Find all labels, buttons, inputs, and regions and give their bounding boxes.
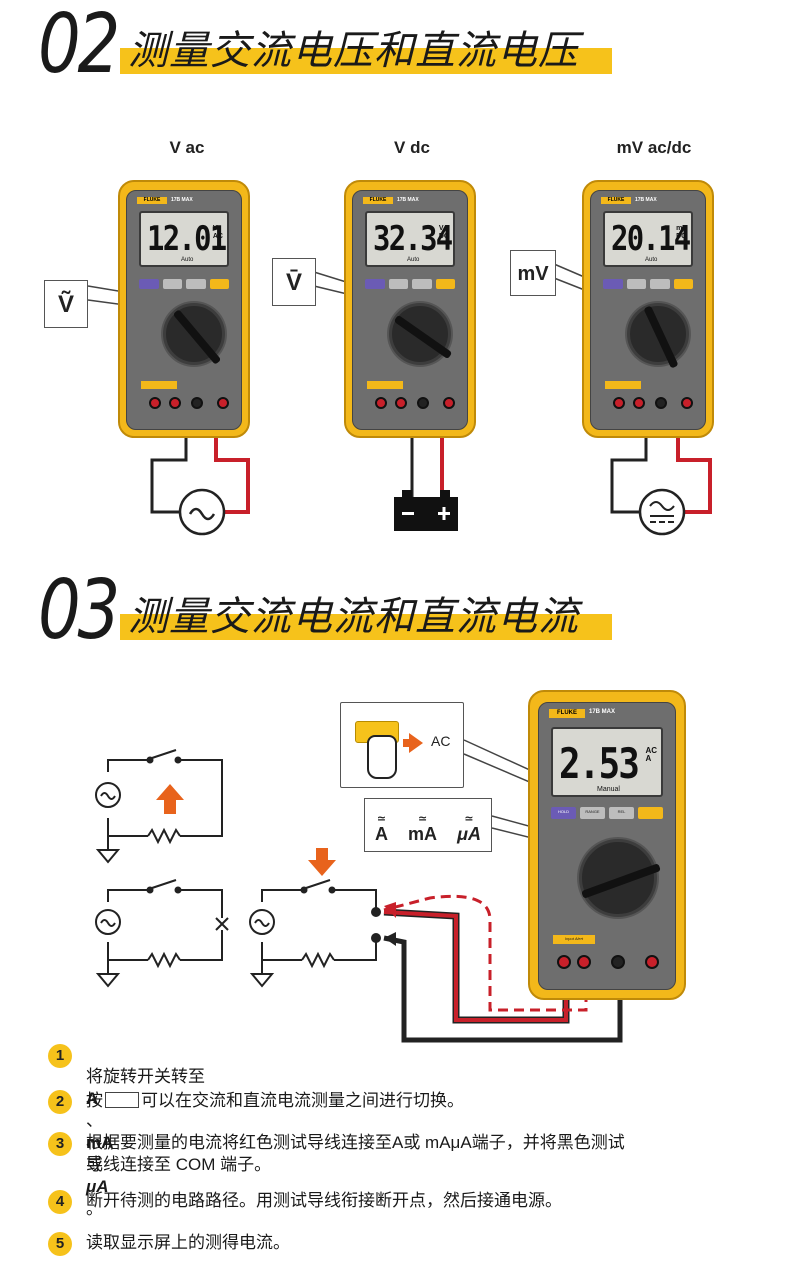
section-03-heading: 03 测量交流电流和直流电流: [38, 566, 778, 656]
callout-current-ranges: ≃A ≃mA ≃μA: [364, 798, 492, 852]
step-5: 5 读取显示屏上的测得电流。: [48, 1232, 768, 1256]
circuit-measured: [250, 880, 380, 986]
range-ma: ≃mA: [408, 814, 437, 845]
rotary-dial: [579, 839, 657, 917]
range-a: ≃A: [375, 814, 388, 845]
step-3: 3 根据要测量的电流将红色测试导线连接至A或 mAμA端子，并将黑色测试 导线连…: [48, 1132, 768, 1176]
arrow-down-icon: [308, 848, 336, 876]
arrow-right-icon: [409, 733, 423, 753]
callout-ac-button: AC: [340, 702, 464, 788]
section-number: 03: [38, 566, 117, 656]
hand-pointer-icon: [367, 735, 397, 779]
callout-vac: Ṽ: [44, 280, 88, 328]
arrow-up-icon: [156, 784, 184, 814]
callout-mv: mV: [510, 250, 556, 296]
circuit-closed: [96, 750, 222, 862]
rotary-dial: [163, 303, 225, 365]
rotary-dial: [389, 303, 451, 365]
callout-vdc: V̄: [272, 258, 316, 306]
button-placeholder-icon: [105, 1092, 139, 1108]
step-2: 2 按可以在交流和直流电流测量之间进行切换。: [48, 1090, 768, 1114]
range-ua: ≃μA: [457, 814, 481, 845]
circuit-broken: [96, 880, 228, 986]
step-4: 4 断开待测的电路路径。用测试导线衔接断开点，然后接通电源。: [48, 1190, 768, 1214]
section-title: 测量交流电流和直流电流: [128, 594, 579, 640]
rotary-dial: [627, 303, 689, 365]
